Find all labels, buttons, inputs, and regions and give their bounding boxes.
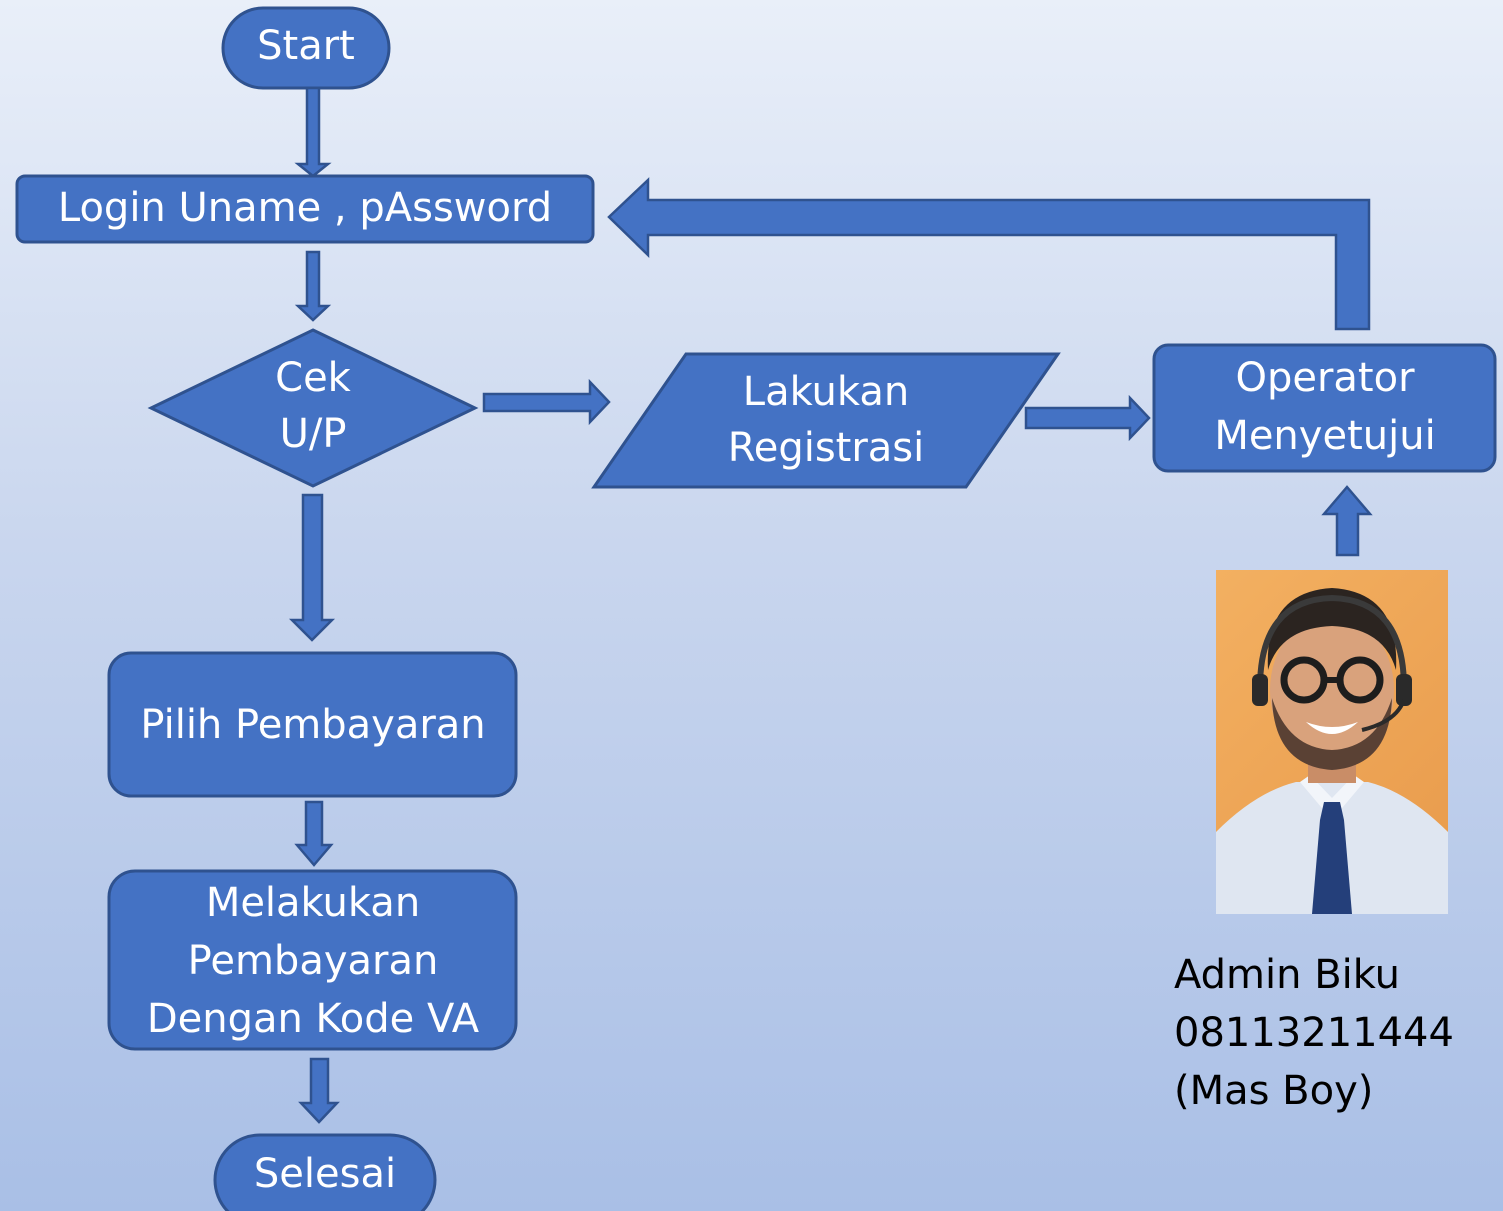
register-label-line1: Lakukan [743, 369, 909, 415]
admin-nickname: (Mas Boy) [1174, 1068, 1374, 1114]
pay-node: Melakukan Pembayaran Dengan Kode VA [107, 869, 518, 1051]
arrow-start-to-login [294, 86, 332, 178]
arrow-check-to-payment [288, 493, 336, 642]
admin-phone: 08113211444 [1174, 1010, 1454, 1056]
arrow-payment-to-pay [294, 800, 334, 867]
pay-label-line2: Pembayaran [188, 938, 439, 984]
admin-name: Admin Biku [1174, 952, 1401, 998]
arrow-login-to-check [294, 250, 332, 322]
operator-node: Operator Menyetujui [1152, 343, 1497, 473]
operator-label-line2: Menyetujui [1214, 413, 1435, 459]
start-node: Start [221, 6, 391, 90]
end-node: Selesai [213, 1133, 437, 1211]
admin-contact: Admin Biku 08113211444 (Mas Boy) [1174, 946, 1454, 1120]
choose-payment-label: Pilih Pembayaran [140, 702, 485, 748]
pay-label-line3: Dengan Kode VA [147, 996, 480, 1042]
check-label-line1: Cek [275, 355, 352, 401]
arrow-pay-to-end [298, 1057, 340, 1124]
register-node: Lakukan Registrasi [591, 352, 1061, 489]
operator-label-line1: Operator [1235, 355, 1415, 401]
check-label-line2: U/P [280, 411, 347, 457]
arrow-register-to-operator [1024, 394, 1151, 442]
arrow-admin-to-operator [1321, 485, 1373, 557]
arrow-operator-to-login [607, 177, 1371, 331]
arrow-check-to-register [482, 378, 611, 426]
operator-photo [1216, 570, 1448, 914]
register-label-line2: Registrasi [728, 425, 925, 471]
pay-label-line1: Melakukan [206, 880, 420, 926]
end-label: Selesai [254, 1151, 396, 1197]
login-label: Login Uname , pAssword [58, 185, 552, 231]
choose-payment-node: Pilih Pembayaran [107, 651, 518, 798]
login-node: Login Uname , pAssword [15, 174, 595, 244]
operator-avatar-icon [1216, 588, 1448, 914]
start-label: Start [257, 23, 355, 69]
check-decision-node: Cek U/P [147, 328, 479, 488]
